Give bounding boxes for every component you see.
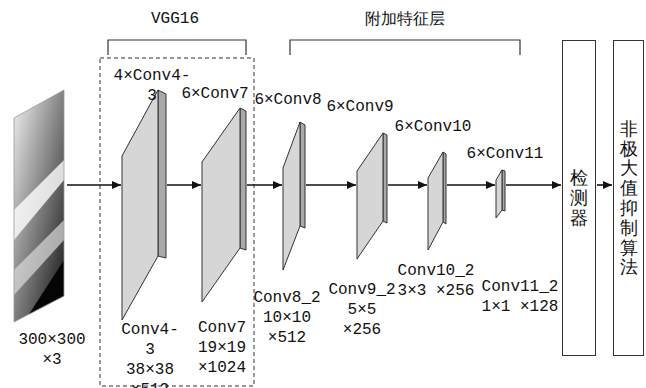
process-box: 检测器 [562,40,596,356]
layer-size-label: Conv8_2 10×10 ×512 [253,288,320,348]
group-bracket [108,40,246,55]
group-bracket [290,40,520,55]
flow-arrow [506,184,561,186]
layer-slab [122,90,166,320]
input-image: 300×300 ×3 [14,90,66,322]
slab-side [383,133,387,223]
layer-slab [428,152,446,250]
layer-size-label: Conv9_2 5×5 ×256 [328,280,395,340]
slab-side [240,108,246,250]
flow-arrow [597,184,612,186]
slab-side [158,90,166,258]
vertical-box-text: 检测器 [570,168,588,227]
feature-layer: 6×Conv7Conv7 19×19 ×1024 [202,108,246,302]
layer-count-label: 6×Conv9 [326,97,393,117]
input-image-picture [14,90,66,322]
feature-layer: 6×Conv11Conv11_2 1×1 ×128 [496,170,505,218]
layer-size-label: 300×300 ×3 [18,330,85,370]
slab-face [202,108,240,302]
flow-arrow [447,184,495,186]
group-title: 附加特征层 [365,9,445,29]
flow-arrow [247,184,282,186]
feature-layer: 4×Conv4-3Conv4-3 38×38 ×512 [122,90,166,320]
flow-arrow [306,184,356,186]
layer-slab [357,133,387,259]
image-content [14,90,66,322]
slab-face [428,152,443,250]
layer-count-label: 6×Conv8 [254,90,321,110]
feature-layer: 6×Conv8Conv8_2 10×10 ×512 [283,122,305,270]
layer-slab [496,170,505,218]
slab-face [496,170,502,218]
flow-arrow [67,184,121,186]
process-box: 非极大值抑制算法 [613,40,644,356]
layer-size-label: Conv4-3 38×38 ×512 [121,320,179,388]
layer-size-label: Conv7 19×19 ×1024 [198,318,246,378]
feature-layer: 6×Conv9Conv9_2 5×5 ×256 [357,133,387,259]
image-shadow [24,260,64,322]
flow-arrow [167,184,201,186]
vertical-box-text: 非极大值抑制算法 [620,119,638,277]
image-ground [14,90,66,322]
layer-count-label: 6×Conv10 [395,117,472,137]
layer-count-label: 4×Conv4-3 [114,66,191,106]
feature-layer: 6×Conv10Conv10_2 3×3 ×256 [428,152,446,250]
layer-count-label: 6×Conv7 [181,84,248,104]
group-title: VGG16 [151,9,199,29]
slab-face [357,133,383,259]
layer-size-label: Conv10_2 3×3 ×256 [398,261,475,301]
layer-count-label: 6×Conv11 [467,144,544,164]
layer-size-label: Conv11_2 1×1 ×128 [482,277,559,317]
slab-side [300,122,305,228]
slab-face [122,90,158,320]
layer-slab [283,122,305,270]
image-border [14,90,64,322]
slab-face [283,122,300,270]
flow-arrow [388,184,427,186]
layer-slab [202,108,246,302]
